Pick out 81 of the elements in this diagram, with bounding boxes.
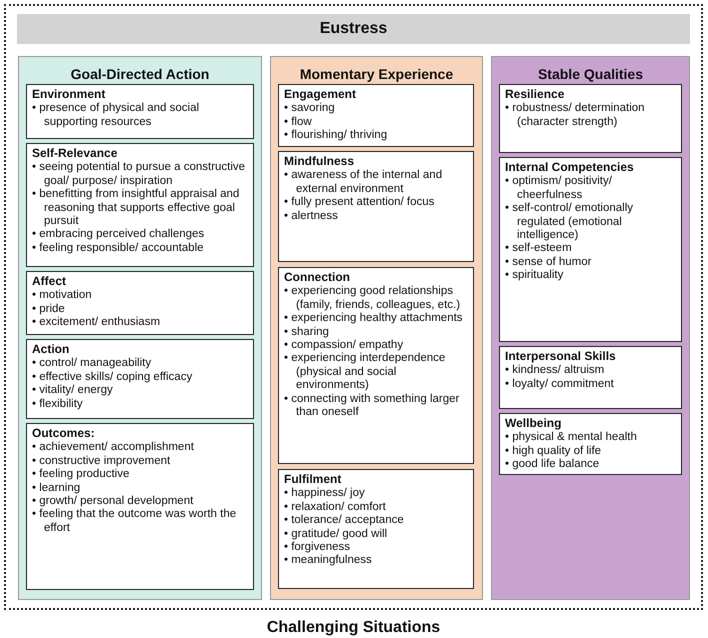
category-box — [499, 157, 682, 342]
bullet-item: • pride — [32, 302, 66, 316]
bullet-item: • meaningfulness — [284, 554, 373, 568]
bullet-item: • self-control/ emotionally regulated (emotional intelligence) — [505, 202, 634, 242]
box-heading: Interpersonal Skills — [505, 350, 617, 364]
bullet-item: • relaxation/ comfort — [284, 500, 387, 514]
header-bar: Eustress — [17, 14, 690, 44]
bullet-item: • achievement/ accomplishment — [32, 441, 195, 455]
bullet-item: • effective skills/ coping efficacy — [32, 370, 194, 384]
category-box — [278, 267, 474, 464]
category-box — [499, 413, 682, 475]
bullet-item: • physical & mental health — [505, 431, 638, 445]
box-heading: Resilience — [505, 88, 566, 102]
column-panel — [18, 56, 262, 600]
bullet-item: • embracing perceived challenges — [32, 228, 206, 242]
bullet-item: • self-esteem — [505, 242, 573, 256]
category-box — [278, 469, 474, 589]
bullet-item: • flow — [284, 116, 313, 130]
bullet-item: • experiencing healthy attachments — [284, 312, 464, 326]
category-box — [26, 84, 254, 139]
category-box — [26, 339, 254, 419]
bullet-item: • connecting with something larger than oneself — [284, 392, 460, 420]
bullet-item: • control/ manageability — [32, 357, 152, 371]
bullet-item: • constructive improvement — [32, 454, 172, 468]
bullet-item: • experiencing interdependence (physical and social environments) — [284, 352, 446, 393]
bullet-item: • sharing — [284, 326, 330, 340]
column-panel — [491, 56, 690, 600]
bullet-item: • flourishing/ thriving — [284, 129, 388, 143]
bullet-item: • robustness/ determination (character strength) — [505, 102, 646, 130]
category-box — [26, 423, 254, 590]
bullet-item: • alertness — [284, 210, 339, 224]
bullet-item: • excitement/ enthusiasm — [32, 316, 162, 330]
category-box — [26, 143, 254, 267]
category-box — [499, 346, 682, 409]
column-heading: Stable Qualities — [536, 66, 644, 82]
bullet-item: • feeling productive — [32, 468, 130, 482]
bullet-item: • kindness/ altruism — [505, 364, 606, 378]
bullet-item: • feeling that the outcome was worth the effort — [32, 508, 238, 536]
bullet-item: • good life balance — [505, 458, 600, 472]
box-heading: Connection — [284, 271, 351, 284]
bullet-item: • sense of humor — [505, 256, 592, 270]
box-heading: Internal Competencies — [505, 161, 635, 174]
bullet-item: • motivation — [32, 289, 93, 303]
bullet-item: • spirituality — [505, 269, 564, 283]
bullet-item: • high quality of life — [505, 444, 602, 458]
frame-caption: Challenging Situations — [266, 619, 442, 637]
box-heading: Action — [32, 343, 70, 356]
bullet-item: • seeing potential to pursue a constructive goal/ purpose/ inspiration — [32, 161, 246, 188]
box-heading: Environment — [32, 88, 106, 102]
bullet-item: • vitality/ energy — [32, 384, 114, 398]
bullet-item: • presence of physical and social supporting resources — [32, 102, 200, 130]
category-box — [26, 271, 254, 335]
box-heading: Outcomes: — [32, 427, 96, 440]
bullet-item: • compassion/ empathy — [284, 339, 404, 352]
bullet-item: • tolerance/ acceptance — [284, 514, 405, 528]
column-heading: Momentary Experience — [298, 66, 454, 82]
category-box — [499, 84, 682, 153]
bullet-item: • loyalty/ commitment — [505, 378, 615, 392]
bullet-item: • experiencing good relationships (family, friends, colleagues, etc.) — [284, 285, 462, 312]
bullet-item: • happiness/ joy — [284, 487, 366, 501]
bullet-item: • awareness of the internal and external environment — [284, 169, 444, 196]
box-heading: Affect — [32, 275, 68, 288]
category-box — [278, 84, 474, 147]
category-box — [278, 151, 474, 262]
bullet-item: • growth/ personal development — [32, 495, 194, 508]
bullet-item: • optimism/ positivity/ cheerfulness — [505, 175, 613, 202]
bullet-item: • learning — [32, 482, 82, 496]
bullet-item: • feeling responsible/ accountable — [32, 242, 205, 256]
bullet-item: • forgiveness — [284, 541, 352, 554]
box-heading: Wellbeing — [505, 417, 562, 430]
box-heading: Fulfilment — [284, 473, 342, 486]
bullet-item: • fully present attention/ focus — [284, 196, 436, 210]
bullet-item: • benefitting from insightful appraisal and reasoning that supports effective goal pursuit — [32, 188, 240, 228]
bullet-item: • gratitude/ good will — [284, 528, 388, 542]
column-heading: Goal-Directed Action — [70, 66, 210, 82]
bullet-item: • savoring — [284, 102, 336, 116]
box-heading: Mindfulness — [284, 155, 356, 168]
bullet-item: • flexibility — [32, 398, 84, 412]
box-heading: Self-Relevance — [32, 147, 118, 160]
box-heading: Engagement — [284, 88, 358, 102]
column-panel — [270, 56, 483, 600]
